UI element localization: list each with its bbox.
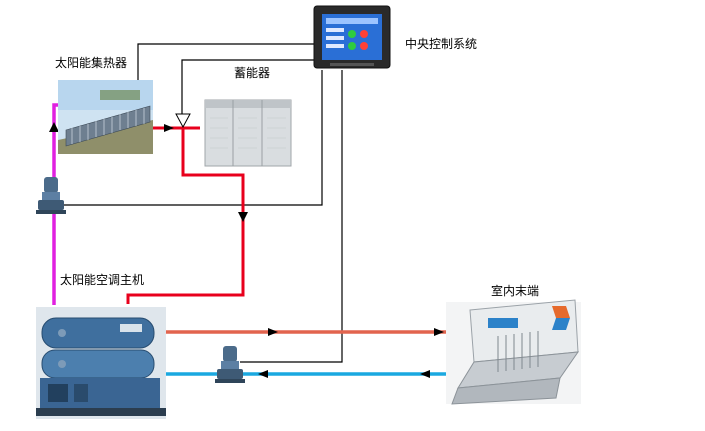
control-wire-pump <box>62 70 323 206</box>
pump-icon-solar <box>36 177 66 214</box>
storage-label: 蓄能器 <box>234 66 271 80</box>
chiller-label: 太阳能空调主机 <box>60 273 145 287</box>
pump-icon-return <box>215 346 245 383</box>
terminal-label: 室内末端 <box>491 284 540 298</box>
control-wire-valve <box>181 59 314 118</box>
arrow-collector-out <box>164 124 174 132</box>
control-wire-pump-lower <box>240 70 343 363</box>
control-wire-collector <box>137 43 314 100</box>
arrow-supply-2 <box>434 328 444 336</box>
solar-collector-icon <box>58 80 153 154</box>
arrow-supply-1 <box>268 328 278 336</box>
control-system-label: 中央控制系统 <box>405 37 478 51</box>
arrow-return-1 <box>420 370 430 378</box>
pipes <box>52 103 446 376</box>
arrow-collector-up <box>49 122 59 132</box>
storage-unit-icon <box>204 99 292 167</box>
arrow-hot-down <box>238 212 248 222</box>
three-way-valve-icon <box>175 113 191 129</box>
solar-collector-label: 太阳能集热器 <box>55 56 128 70</box>
arrow-return-2 <box>258 370 268 378</box>
hot-water-pipe <box>126 128 245 304</box>
absorption-chiller-icon <box>36 307 166 419</box>
fan-coil-unit-icon <box>446 299 581 405</box>
flow-arrows <box>49 122 444 378</box>
control-panel-icon <box>313 5 391 69</box>
